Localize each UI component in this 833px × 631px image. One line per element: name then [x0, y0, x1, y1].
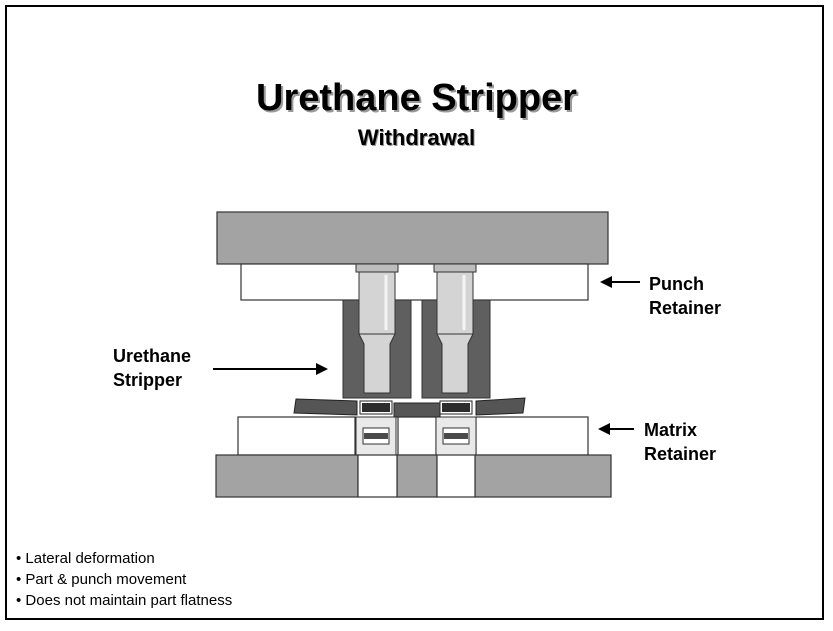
matrix-button-right [435, 416, 477, 456]
label-urethane-stripper: Urethane Stripper [113, 344, 191, 392]
matrix-retainer-left [237, 416, 356, 456]
bottom-die-plate-right [474, 454, 612, 498]
matrix-button-left [355, 416, 397, 456]
bullet-item: Part & punch movement [16, 569, 232, 590]
label-punch-retainer-line2: Retainer [649, 298, 722, 318]
label-punch-retainer-line1: Punch [649, 274, 705, 294]
label-urethane-stripper-line1: Urethane [113, 346, 192, 366]
bottom-die-plate-left [215, 454, 359, 498]
bullet-list: Lateral deformation Part & punch movemen… [16, 548, 232, 611]
label-matrix-retainer-line2: Retainer [644, 444, 717, 464]
slug-hole-left [357, 454, 398, 498]
top-die-plate [216, 211, 609, 265]
slide-title: Urethane Stripper [256, 77, 577, 119]
bullet-item: Does not maintain part flatness [16, 590, 232, 611]
arrow-punch-retainer [600, 276, 640, 288]
matrix-retainer-right [475, 416, 589, 456]
arrow-matrix-retainer [598, 423, 634, 435]
slide-frame [5, 5, 824, 620]
punch-retainer-plate [240, 263, 589, 301]
bottom-die-plate-middle [396, 454, 438, 498]
punch-right [433, 263, 477, 394]
strip-part [293, 397, 526, 418]
arrow-urethane-stripper [213, 363, 328, 375]
label-matrix-retainer-line1: Matrix [644, 420, 698, 440]
bullet-item: Lateral deformation [16, 548, 232, 569]
punch-left [355, 263, 399, 394]
label-punch-retainer: Punch Retainer [649, 272, 721, 320]
label-urethane-stripper-line2: Stripper [113, 370, 183, 390]
matrix-retainer-middle [397, 416, 437, 456]
label-matrix-retainer: Matrix Retainer [644, 418, 716, 466]
slug-hole-right [436, 454, 476, 498]
slide-subtitle: Withdrawal [357, 125, 476, 150]
